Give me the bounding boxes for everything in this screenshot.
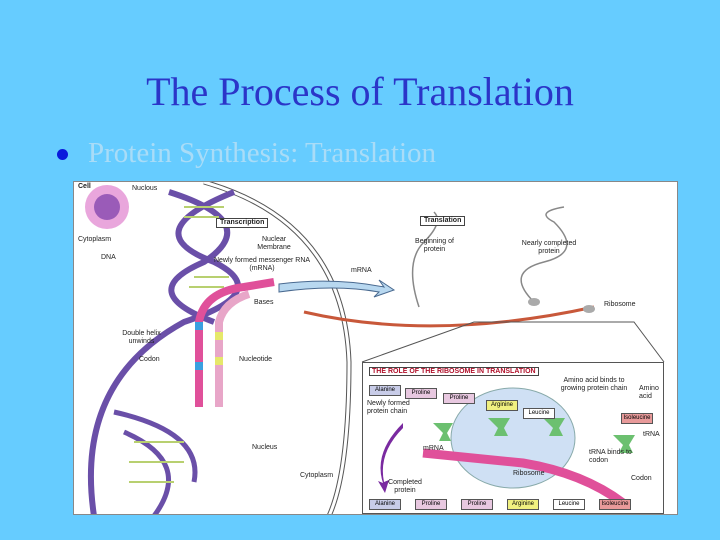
protein-chain bbox=[520, 206, 568, 303]
label-trna-binds: tRNA binds to codon bbox=[589, 449, 632, 464]
label-nuclear-membrane: Nuclear Membrane bbox=[257, 236, 291, 251]
nucleotide bbox=[215, 332, 223, 340]
label-nearly-completed: Nearly completed protein bbox=[521, 240, 577, 255]
down-arrow bbox=[378, 423, 403, 493]
label-amino-acid: Amino acid bbox=[639, 385, 659, 400]
completed-leucine: Leucine bbox=[553, 499, 585, 510]
nuclear-membrane-inner bbox=[203, 182, 351, 514]
label-cell: Cell bbox=[78, 183, 91, 190]
chain-alanine: Alanine bbox=[369, 385, 401, 396]
bullet-icon bbox=[57, 149, 68, 160]
label-trna: tRNA bbox=[643, 431, 660, 438]
label-codon: Codon bbox=[139, 356, 160, 363]
completed-alanine: Alanine bbox=[369, 499, 401, 510]
dna-template-strand bbox=[215, 290, 251, 407]
label-cytoplasm-top: Cytoplasm bbox=[78, 236, 112, 243]
bullet-text: Protein Synthesis: Translation bbox=[88, 137, 437, 169]
diagram-art bbox=[85, 182, 665, 514]
chain-proline: Proline bbox=[443, 393, 475, 404]
label-nucleus-top: Nuclous bbox=[132, 185, 158, 192]
mrna-cytoplasm bbox=[303, 305, 595, 328]
chain-isoleucine: Isoleucine bbox=[621, 413, 653, 424]
chain-proline: Proline bbox=[405, 388, 437, 399]
label-inset-codon: Codon bbox=[631, 475, 652, 482]
trna-shapes bbox=[433, 418, 635, 453]
inset-pointer bbox=[361, 321, 665, 363]
dna-strand bbox=[113, 409, 198, 514]
protein-chain bbox=[411, 211, 439, 308]
completed-proline: Proline bbox=[415, 499, 447, 510]
label-mrna: mRNA bbox=[351, 267, 372, 274]
label-nucleotide: Nucleotide bbox=[239, 356, 273, 363]
slide-title: The Process of Translation bbox=[146, 69, 574, 114]
label-dna: DNA bbox=[101, 254, 116, 261]
label-cytoplasm: Cytoplasm bbox=[300, 472, 334, 479]
chain-arginine: Arginine bbox=[486, 400, 518, 411]
nucleotide bbox=[195, 362, 203, 370]
label-new-chain: Newly formed protein chain bbox=[367, 400, 410, 415]
ribosome-small bbox=[528, 298, 540, 306]
mrna-strand bbox=[195, 278, 275, 407]
nucleotide bbox=[215, 357, 223, 365]
label-nucleus: Nucleus bbox=[252, 444, 278, 451]
completed-proline: Proline bbox=[461, 499, 493, 510]
inset-mrna bbox=[422, 448, 626, 507]
label-transcription: Transcription bbox=[216, 218, 269, 228]
export-arrow bbox=[278, 279, 396, 298]
label-beginning-protein: Beginning of protein bbox=[415, 238, 454, 253]
ribosome-small bbox=[583, 305, 595, 313]
ribosome-inset: THE ROLE OF THE RIBOSOME IN TRANSLATION … bbox=[362, 362, 664, 514]
label-translation: Translation bbox=[420, 216, 466, 226]
completed-isoleucine: Isoleucine bbox=[599, 499, 631, 510]
label-bases: Bases bbox=[254, 299, 274, 306]
chain-leucine: Leucine bbox=[523, 408, 555, 419]
nucleotide bbox=[195, 322, 203, 330]
dna-strand bbox=[168, 189, 231, 325]
label-double-helix: Double helix unwinds bbox=[122, 330, 161, 345]
label-completed: Completed protein bbox=[388, 479, 422, 494]
label-new-mrna: Newly formed messenger RNA (mRNA) bbox=[213, 257, 311, 272]
completed-arginine: Arginine bbox=[507, 499, 539, 510]
label-ribosome: Ribosome bbox=[604, 301, 636, 308]
dna-base-pairs bbox=[129, 206, 229, 483]
label-inset-ribosome: Ribosome bbox=[513, 470, 545, 477]
nucleus-shape bbox=[94, 194, 120, 220]
label-amino-binds: Amino acid binds to growing protein chai… bbox=[560, 377, 628, 392]
translation-diagram: Cell Nuclous Cytoplasm DNA Transcription… bbox=[73, 181, 678, 515]
inset-title: THE ROLE OF THE RIBOSOME IN TRANSLATION bbox=[369, 367, 539, 376]
label-inset-mrna: mRNA bbox=[423, 445, 444, 452]
